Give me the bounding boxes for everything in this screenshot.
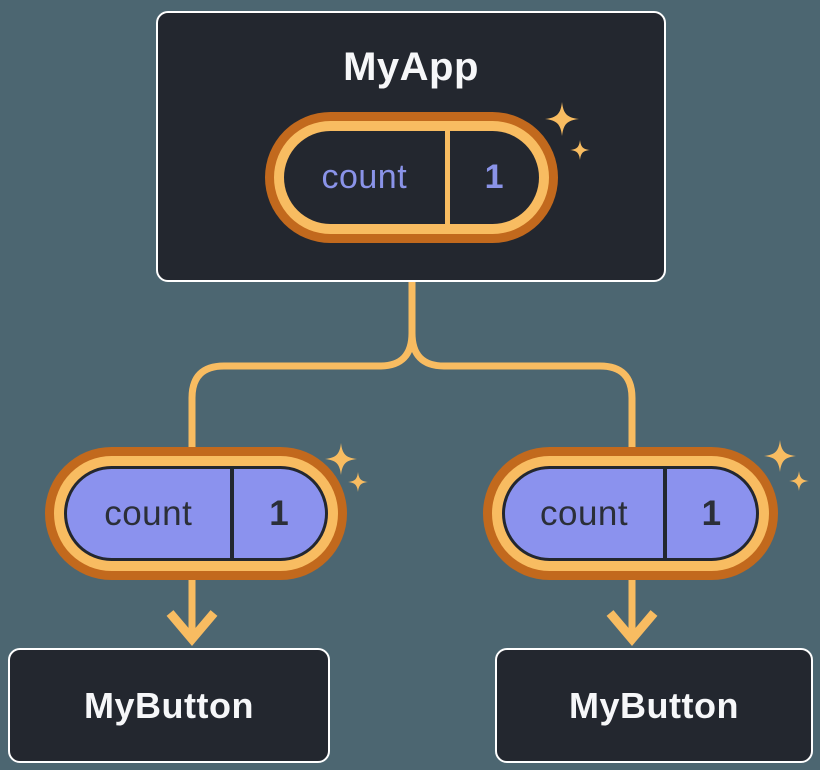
state-pill-myapp: count 1 xyxy=(265,112,558,243)
props-value: 1 xyxy=(269,493,290,533)
state-pill-body: count 1 xyxy=(284,131,539,224)
props-pill-left-child: count 1 xyxy=(45,447,347,580)
pill-divider xyxy=(229,469,234,558)
props-label: count xyxy=(104,493,193,533)
component-node-mybutton-left: MyButton xyxy=(8,648,330,763)
state-label: count xyxy=(321,158,408,196)
component-title: MyButton xyxy=(84,684,254,726)
pill-divider xyxy=(444,131,450,224)
props-pill-right-child: count 1 xyxy=(483,447,778,580)
component-node-mybutton-right: MyButton xyxy=(495,648,813,763)
component-title: MyApp xyxy=(343,45,479,89)
component-title: MyButton xyxy=(569,684,739,726)
props-value: 1 xyxy=(701,493,722,533)
props-pill-body: count 1 xyxy=(64,466,328,561)
edge-root-to-right-child xyxy=(408,282,636,636)
arrow-down-icon xyxy=(606,610,658,646)
arrow-down-icon xyxy=(166,610,218,646)
props-pill-ring: count 1 xyxy=(54,456,338,571)
props-label: count xyxy=(540,493,629,533)
state-value: 1 xyxy=(484,158,505,196)
pill-divider xyxy=(663,469,668,558)
state-pill-ring: count 1 xyxy=(274,121,549,234)
props-pill-body: count 1 xyxy=(502,466,759,561)
props-pill-ring: count 1 xyxy=(492,456,769,571)
